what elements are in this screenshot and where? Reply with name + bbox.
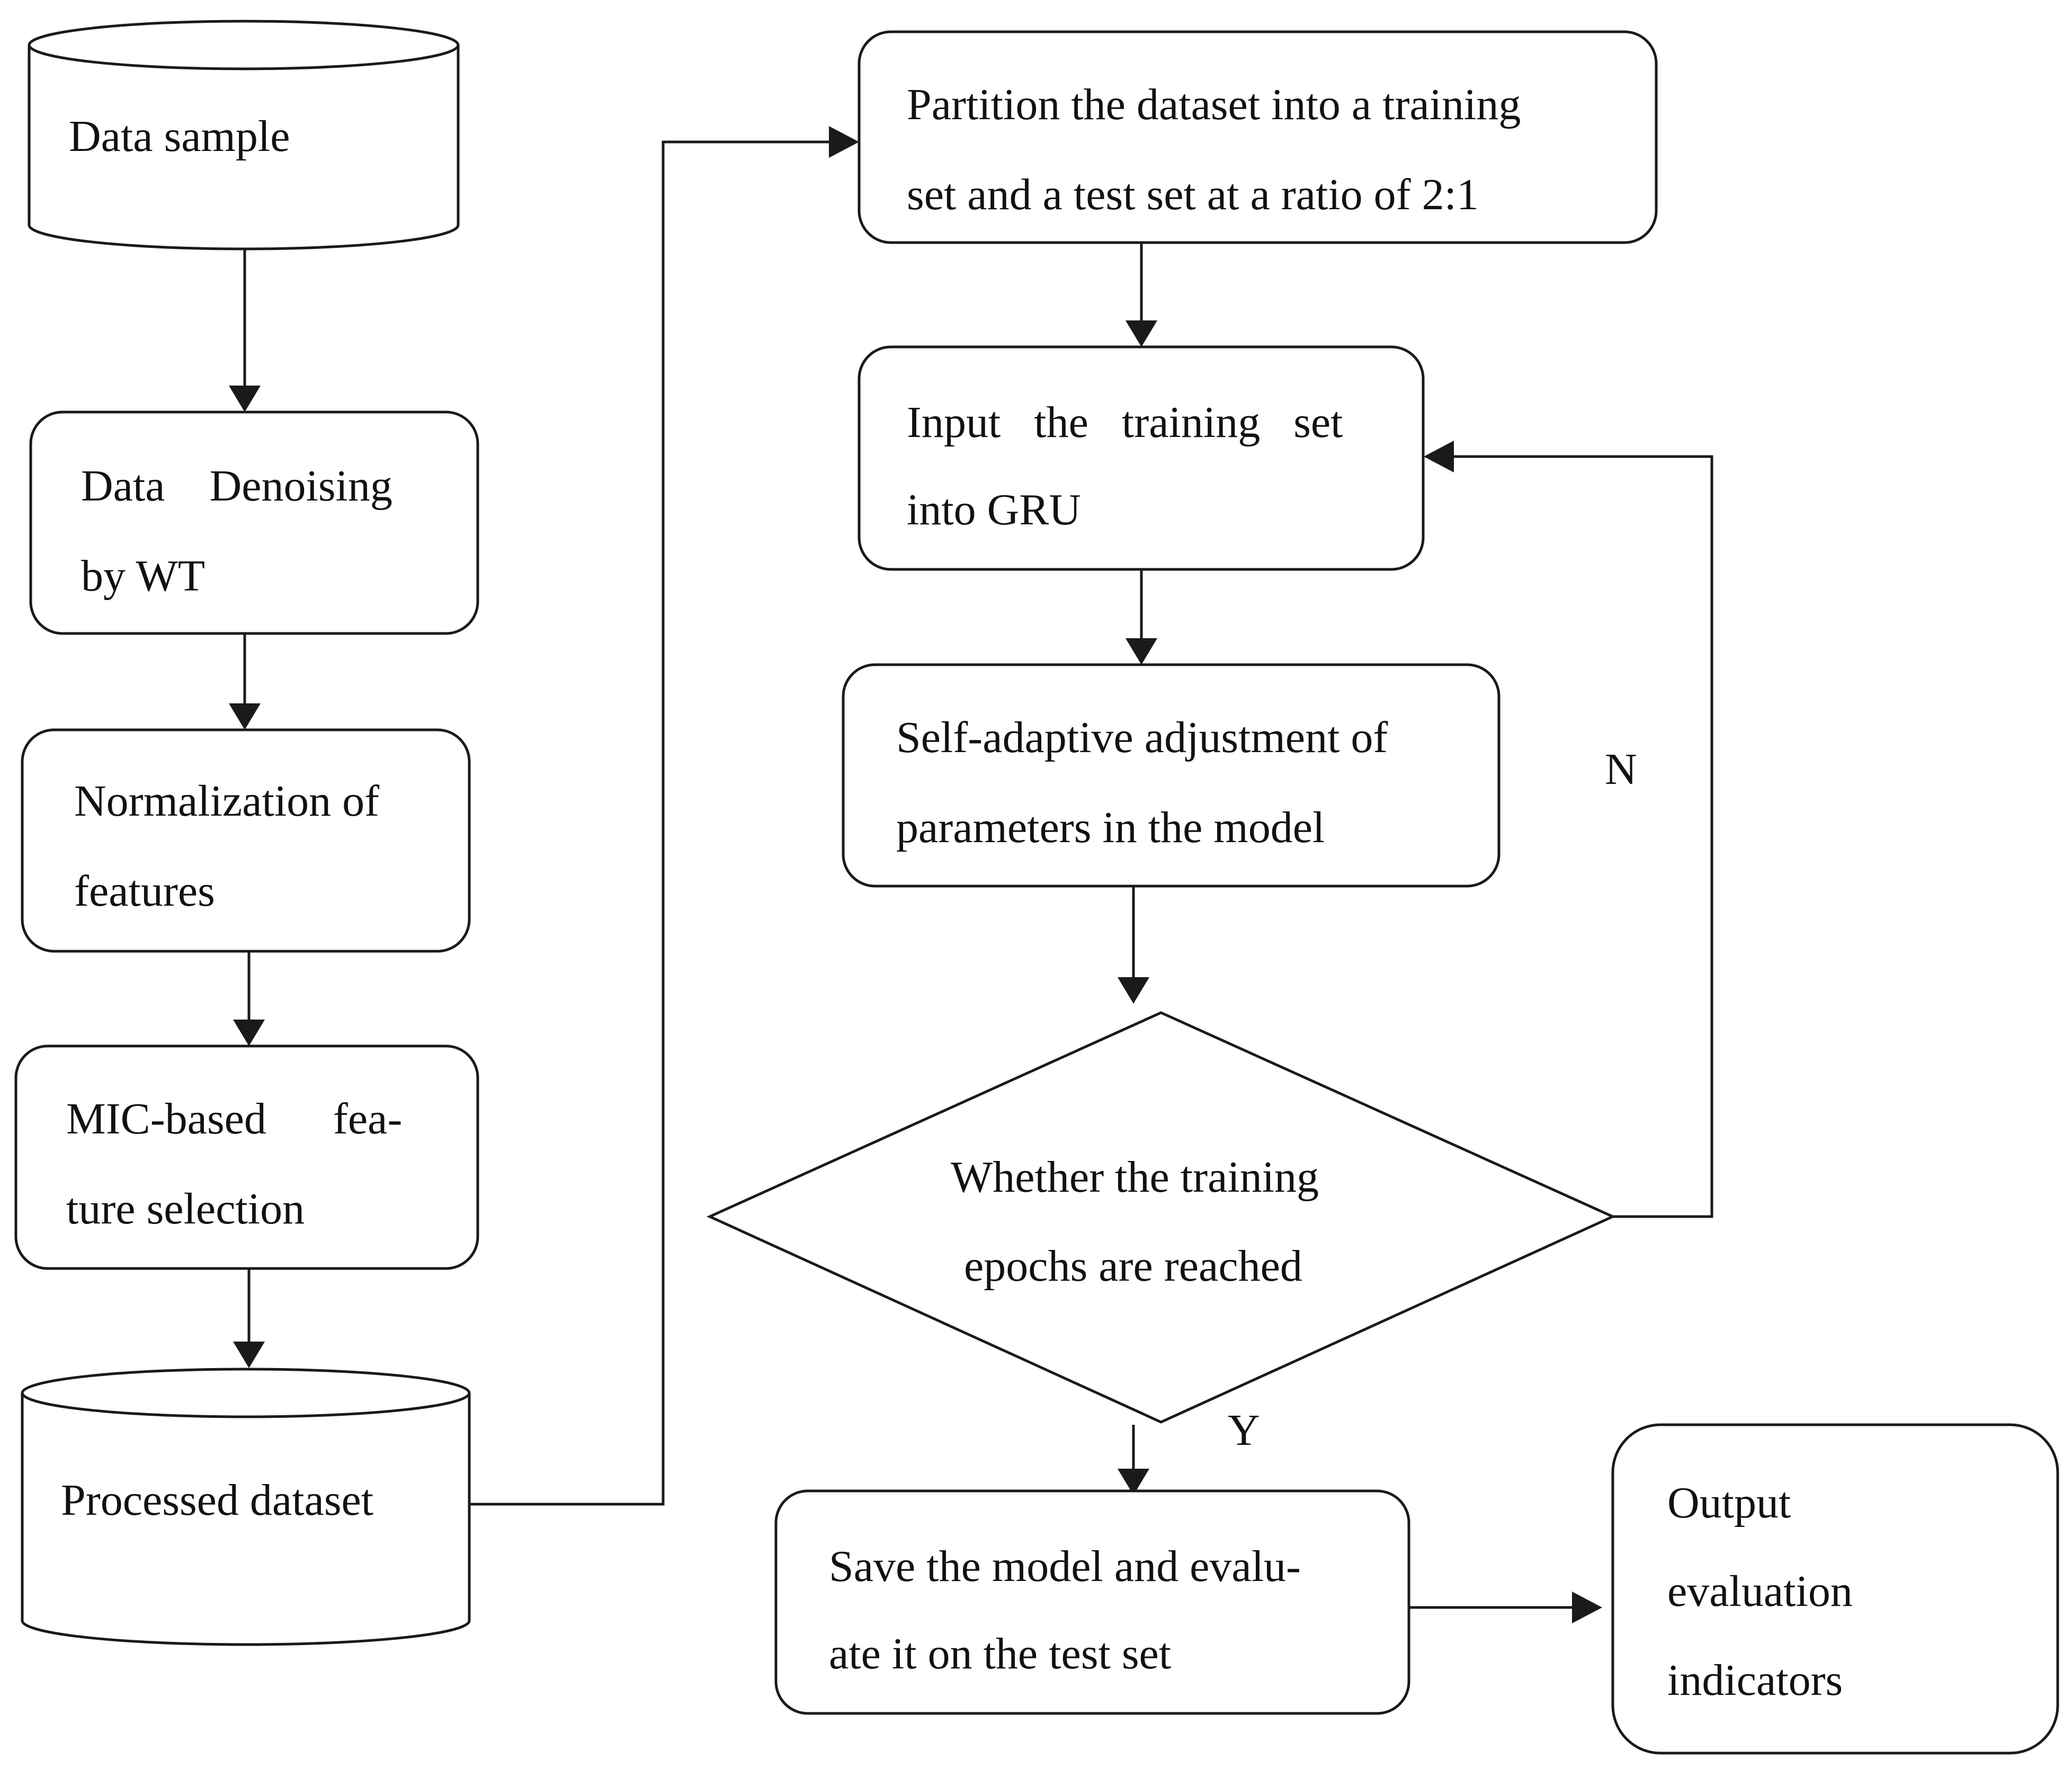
data-denoising-node: Data Denoising by WT bbox=[29, 410, 479, 635]
output-line-2: evaluation bbox=[1667, 1567, 1853, 1616]
data-sample-node: Data sample bbox=[28, 20, 460, 251]
data-denoising-line-2: by WT bbox=[81, 551, 205, 601]
data-denoising-line-1: Data Denoising bbox=[81, 461, 392, 511]
branch-label-yes: Y bbox=[1228, 1406, 1260, 1455]
normalization-line-2: features bbox=[74, 866, 215, 916]
arrowhead-denoise bbox=[229, 386, 261, 412]
save-model-node: Save the model and evalu- ate it on the … bbox=[774, 1489, 1410, 1715]
arrowhead-input bbox=[1126, 320, 1157, 347]
normalization-node: Normalization of features bbox=[21, 728, 471, 953]
data-sample-label: Data sample bbox=[69, 112, 290, 161]
self-adaptive-line-2: parameters in the model bbox=[896, 803, 1325, 852]
input-gru-node: Input the training set into GRU bbox=[858, 345, 1425, 571]
save-model-line-1: Save the model and evalu- bbox=[829, 1542, 1301, 1591]
arrowhead-partition bbox=[829, 126, 859, 158]
arrow-processed-to-partition bbox=[469, 140, 833, 1506]
arrow-decision-no-loop bbox=[1450, 455, 1713, 1218]
partition-line-1: Partition the dataset into a training bbox=[907, 80, 1521, 129]
decision-line-1: Whether the training bbox=[951, 1152, 1319, 1202]
arrowhead-output bbox=[1572, 1592, 1602, 1623]
save-model-line-2: ate it on the test set bbox=[829, 1629, 1171, 1678]
output-line-1: Output bbox=[1667, 1478, 1791, 1527]
decision-line-2: epochs are reached bbox=[964, 1241, 1302, 1291]
mic-selection-node: MIC-based fea- ture selection bbox=[14, 1044, 479, 1270]
branch-label-no: N bbox=[1605, 745, 1637, 794]
partition-node: Partition the dataset into a training se… bbox=[858, 30, 1658, 244]
arrowhead-save bbox=[1118, 1469, 1149, 1495]
output-line-3: indicators bbox=[1667, 1656, 1843, 1705]
input-gru-line-1: Input the training set bbox=[907, 398, 1343, 447]
normalization-line-1: Normalization of bbox=[74, 776, 379, 826]
mic-selection-line-2: ture selection bbox=[66, 1184, 305, 1234]
arrowhead-processed bbox=[233, 1342, 265, 1368]
processed-dataset-node: Processed dataset bbox=[21, 1368, 471, 1646]
arrowhead-normalize bbox=[229, 703, 261, 730]
mic-selection-line-1: MIC-based fea- bbox=[66, 1094, 402, 1143]
arrowhead-adaptive bbox=[1126, 638, 1157, 665]
decision-node: Whether the training epochs are reached bbox=[706, 1011, 1616, 1424]
arrowhead-mic bbox=[233, 1020, 265, 1046]
arrowhead-no-loop bbox=[1424, 441, 1454, 472]
arrowhead-decision bbox=[1118, 977, 1149, 1004]
partition-line-2: set and a test set at a ratio of 2:1 bbox=[907, 170, 1479, 219]
processed-dataset-label: Processed dataset bbox=[61, 1476, 373, 1525]
self-adaptive-node: Self-adaptive adjustment of parameters i… bbox=[842, 663, 1501, 888]
output-node: Output evaluation indicators bbox=[1611, 1423, 2059, 1755]
self-adaptive-line-1: Self-adaptive adjustment of bbox=[896, 713, 1388, 762]
input-gru-line-2: into GRU bbox=[907, 485, 1081, 534]
